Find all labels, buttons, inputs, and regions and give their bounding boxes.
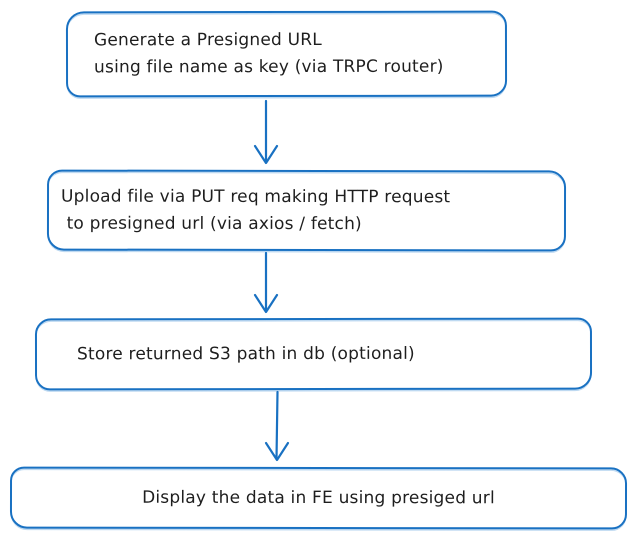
node-text-line: using file name as key (via TRPC router)	[94, 56, 444, 78]
flow-node-store-s3-path: Store returned S3 path in db (optional)	[34, 317, 593, 391]
arrow-down-icon	[253, 251, 279, 314]
node-text-line: Display the data in FE using presiged ur…	[142, 487, 495, 508]
flow-node-display-data-fe: Display the data in FE using presiged ur…	[9, 466, 628, 530]
flow-node-upload-file-put: Upload file via PUT req making HTTP requ…	[46, 169, 567, 252]
node-text-line: Upload file via PUT req making HTTP requ…	[61, 186, 451, 207]
node-text-line: to presigned url (via axios / fetch)	[60, 213, 362, 234]
flow-node-generate-presigned-url: Generate a Presigned URL using file name…	[65, 10, 508, 98]
arrow-down-icon	[264, 390, 290, 462]
node-text-line: Store returned S3 path in db (optional)	[76, 343, 415, 364]
node-text-line: Generate a Presigned URL	[93, 29, 322, 51]
arrow-down-icon	[253, 99, 279, 165]
